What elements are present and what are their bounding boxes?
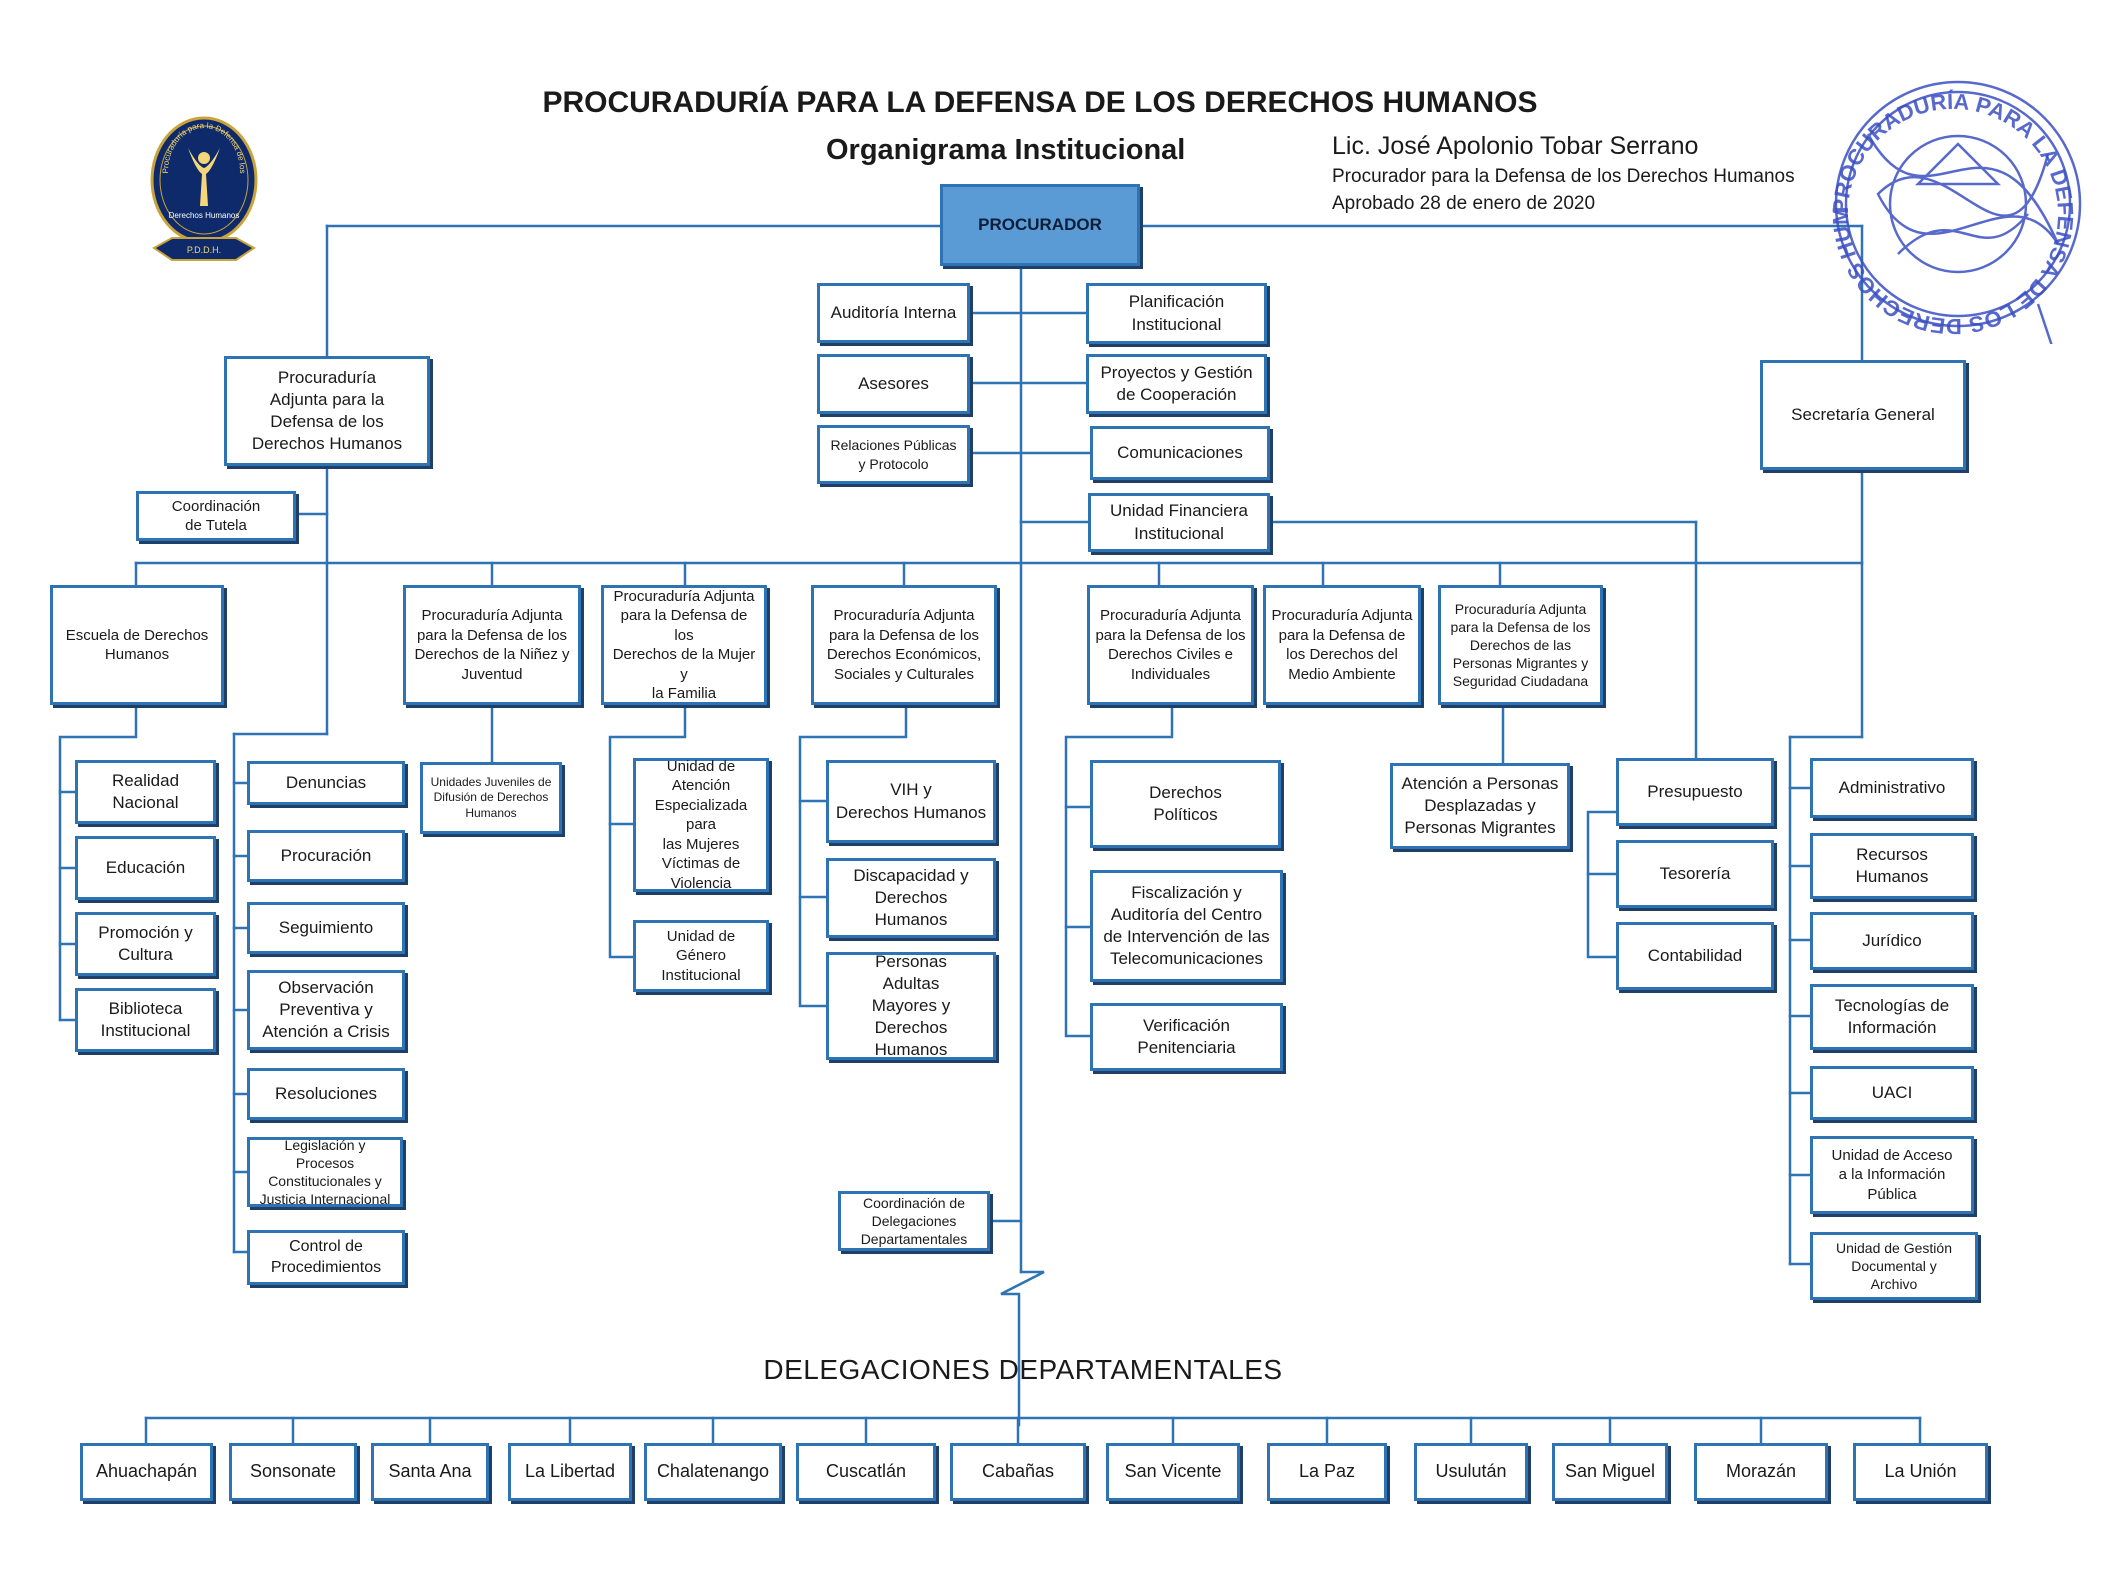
- secretaria-unit-gestion-documental: Unidad de Gestión Documental y Archivo: [1810, 1232, 1978, 1300]
- ninez-unit-juveniles: Unidades Juveniles de Difusión de Derech…: [420, 762, 562, 834]
- pa-civiles-box: Procuraduría Adjunta para la Defensa de …: [1087, 585, 1254, 705]
- tutela-unit-observacion: Observación Preventiva y Atención a Cris…: [247, 970, 405, 1050]
- delegacion-box: Cuscatlán: [796, 1443, 936, 1501]
- civiles-unit-verificacion: Verificación Penitenciaria: [1090, 1003, 1283, 1071]
- civiles-unit-fiscalizacion: Fiscalización y Auditoría del Centro de …: [1090, 870, 1283, 982]
- mujer-unit-genero: Unidad de Género Institucional: [633, 920, 769, 992]
- delegacion-box: Usulután: [1414, 1443, 1528, 1501]
- finanzas-unit-tesoreria: Tesorería: [1616, 840, 1774, 908]
- adjunta-box: Procuraduría Adjunta para la Defensa de …: [224, 356, 430, 466]
- secretaria-unit-tecnologias: Tecnologías de Información: [1810, 984, 1974, 1050]
- signer-name: Lic. José Apolonio Tobar Serrano: [1332, 132, 1699, 160]
- tutela-unit-legislacion: Legislación y Procesos Constitucionales …: [247, 1137, 403, 1207]
- delegacion-box: Cabañas: [950, 1443, 1086, 1501]
- finanzas-unit-contabilidad: Contabilidad: [1616, 922, 1774, 990]
- stamp-text: PROCURADURÍA PARA LA DEFENSA DE LOS DERE…: [1808, 44, 2078, 339]
- approval-date: Aprobado 28 de enero de 2020: [1332, 193, 1596, 214]
- staff-box-unidad-financiera: Unidad Financiera Institucional: [1088, 493, 1270, 552]
- delegacion-box: La Libertad: [508, 1443, 632, 1501]
- svg-text:PROCURADURÍA PARA LA DEFENSA D: PROCURADURÍA PARA LA DEFENSA DE LOS DERE…: [1808, 44, 2078, 339]
- secretaria-general-box: Secretaría General: [1760, 360, 1966, 470]
- pa-ninez-box: Procuraduría Adjunta para la Defensa de …: [403, 585, 581, 705]
- delegacion-box: Santa Ana: [371, 1443, 489, 1501]
- migrantes-unit-atencion: Atención a Personas Desplazadas y Person…: [1390, 763, 1570, 849]
- mujer-unit-atencion: Unidad de Atención Especializada para la…: [633, 758, 769, 892]
- escuela-unit-promocion: Promoción y Cultura: [75, 912, 216, 976]
- official-stamp: PROCURADURÍA PARA LA DEFENSA DE LOS DERE…: [1808, 44, 2082, 344]
- signer-role: Procurador para la Defensa de los Derech…: [1332, 166, 1795, 187]
- pddh-logo: Procuraduría para la Defensa de los Dere…: [150, 116, 258, 261]
- pa-ambiente-box: Procuraduría Adjunta para la Defensa de …: [1263, 585, 1421, 705]
- secretaria-unit-uaci: UACI: [1810, 1066, 1974, 1120]
- pa-desc-box: Procuraduría Adjunta para la Defensa de …: [811, 585, 997, 705]
- tutela-box: Coordinación de Tutela: [136, 491, 296, 541]
- coord-delegaciones-box: Coordinación de Delegaciones Departament…: [838, 1191, 990, 1251]
- escuela-unit-biblioteca: Biblioteca Institucional: [75, 988, 216, 1052]
- secretaria-unit-administrativo: Administrativo: [1810, 758, 1974, 818]
- staff-box-proyectos: Proyectos y Gestión de Cooperación: [1086, 354, 1267, 414]
- tutela-unit-denuncias: Denuncias: [247, 761, 405, 805]
- page-title: PROCURADURÍA PARA LA DEFENSA DE LOS DERE…: [542, 86, 1538, 119]
- tutela-unit-seguimiento: Seguimiento: [247, 902, 405, 954]
- delegacion-box: Ahuachapán: [80, 1443, 213, 1501]
- secretaria-unit-juridico: Jurídico: [1810, 912, 1974, 970]
- delegacion-box: Sonsonate: [229, 1443, 357, 1501]
- secretaria-unit-acceso-informacion: Unidad de Acceso a la Información Públic…: [1810, 1136, 1974, 1214]
- staff-box-auditoria: Auditoría Interna: [817, 283, 970, 343]
- pa-mujer-box: Procuraduría Adjunta para la Defensa de …: [601, 585, 767, 705]
- civiles-unit-politicos: Derechos Políticos: [1090, 760, 1281, 848]
- pa-migrantes-box: Procuraduría Adjunta para la Defensa de …: [1438, 585, 1603, 705]
- staff-box-asesores: Asesores: [817, 354, 970, 414]
- escuela-unit-realidad: Realidad Nacional: [75, 760, 216, 824]
- tutela-unit-procuracion: Procuración: [247, 830, 405, 882]
- staff-box-planificacion: Planificación Institucional: [1086, 283, 1267, 344]
- delegacion-box: San Vicente: [1106, 1443, 1240, 1501]
- escuela-box: Escuela de Derechos Humanos: [50, 585, 224, 705]
- desc-unit-vih: VIH y Derechos Humanos: [826, 760, 996, 843]
- desc-unit-discapacidad: Discapacidad y Derechos Humanos: [826, 858, 996, 938]
- desc-unit-adultas-mayores: Personas Adultas Mayores y Derechos Huma…: [826, 952, 996, 1060]
- logo-ribbon: P.D.D.H.: [187, 245, 221, 255]
- logo-center-text: Derechos Humanos: [169, 211, 240, 220]
- delegacion-box: La Paz: [1267, 1443, 1387, 1501]
- staff-box-relaciones-publicas: Relaciones Públicas y Protocolo: [817, 425, 970, 484]
- staff-box-comunicaciones: Comunicaciones: [1090, 426, 1270, 480]
- delegacion-box: Chalatenango: [644, 1443, 782, 1501]
- page-subtitle: Organigrama Institucional: [826, 134, 1186, 166]
- escuela-unit-educacion: Educación: [75, 836, 216, 900]
- tutela-unit-control: Control de Procedimientos: [247, 1230, 405, 1285]
- delegacion-box: San Miguel: [1552, 1443, 1668, 1501]
- procurador-box: PROCURADOR: [940, 184, 1140, 266]
- delegacion-box: La Unión: [1853, 1443, 1988, 1501]
- delegaciones-title: DELEGACIONES DEPARTAMENTALES: [763, 1354, 1283, 1385]
- secretaria-unit-recursos-humanos: Recursos Humanos: [1810, 833, 1974, 899]
- finanzas-unit-presupuesto: Presupuesto: [1616, 758, 1774, 826]
- tutela-unit-resoluciones: Resoluciones: [247, 1068, 405, 1120]
- delegacion-box: Morazán: [1694, 1443, 1828, 1501]
